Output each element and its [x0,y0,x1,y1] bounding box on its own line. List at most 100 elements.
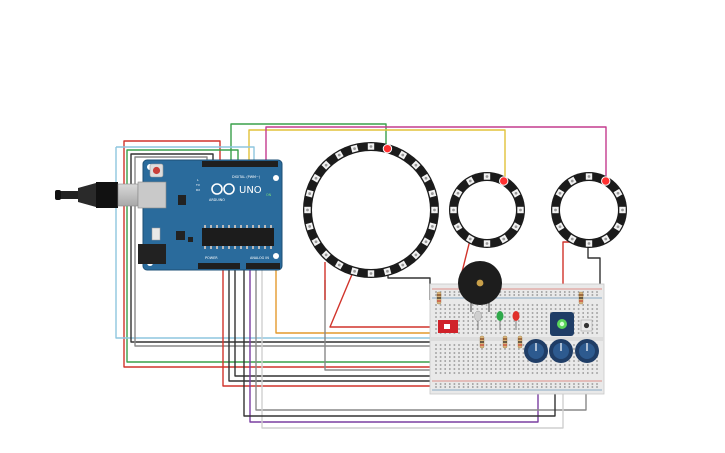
neopixel-led-dot [502,237,506,241]
neopixel-led-dot [414,253,418,257]
neopixel-ring-12-a[interactable] [449,172,525,248]
neopixel-led-dot [616,225,620,229]
led-green[interactable] [496,311,504,330]
neopixel-led-dot [554,208,557,212]
neopixel-led-dot [308,225,312,228]
neopixel-led-dot [369,145,373,148]
wire-green-top[interactable] [230,123,387,160]
neopixel-led-dot [314,176,318,180]
potentiometer-1[interactable] [524,339,548,363]
wire-red-lower[interactable] [222,268,432,387]
chip-small [176,231,185,240]
wire-magenta-top[interactable] [265,126,607,180]
power-label: POWER [205,256,218,260]
neopixel-led-dot [430,225,434,228]
arduino-logo-icon [211,183,235,195]
wire-black-left[interactable] [130,153,432,343]
neopixel-led-dot [386,269,389,273]
wire-black-lower[interactable] [228,268,432,382]
wire-black-ring-right[interactable] [587,246,601,296]
neopixel-led-dot [430,192,434,195]
usb-cable[interactable] [55,182,139,208]
wire-gray-mid[interactable] [324,280,432,371]
resistors[interactable] [436,291,584,349]
wire-lightblue-left[interactable] [115,146,432,339]
potentiometer-2[interactable] [549,339,573,363]
usb-socket [137,181,167,209]
neopixel-led-dot [621,208,624,212]
rgb-led-module[interactable] [550,312,574,336]
neopixel-led-dot [456,191,460,195]
power-header [198,263,240,269]
neopixel-led-dot [587,242,591,245]
wire-yellow-top[interactable] [248,129,506,183]
wire-purple-bottom[interactable] [249,268,539,423]
neopixel-led-dot [468,179,472,183]
led-white[interactable] [474,310,482,330]
neopixel-led-dot [306,208,309,212]
neopixel-led-dot [514,225,518,229]
atmega-chip [202,228,274,246]
neopixel-led-dot [424,240,428,244]
neopixel-led-dot [616,191,620,195]
chip-small [178,195,186,205]
center-channel [430,337,604,341]
crystal [151,227,161,241]
neopixel-led-dot [424,176,428,180]
chip-small [188,237,193,242]
neopixel-led-dot [308,192,312,195]
breadboard[interactable] [429,283,605,395]
wire-red-ring-large[interactable] [329,271,440,328]
board-logo-text: UNO [239,185,262,196]
digital-label: DIGITAL (PWM~) [232,175,261,179]
tx-label: TX [195,183,200,187]
neopixel-led-dot [353,269,356,273]
neopixel-led-dot [587,175,591,178]
neopixel-led-lit [601,176,611,186]
neopixel-led-dot [401,153,405,157]
piezo-buzzer[interactable] [458,261,502,312]
neopixel-ring-24[interactable] [303,142,439,278]
wire-black-ring-large[interactable] [387,272,431,300]
potentiometer-3[interactable] [575,339,599,363]
mount-hole [273,175,279,181]
board-brand-text: ARDUINO [209,198,225,202]
neopixel-led-dot [324,253,328,257]
neopixel-led-dot [519,208,522,212]
led-red[interactable] [512,311,520,330]
wire-black-lower2[interactable] [234,268,432,377]
neopixel-led-lit [499,176,509,186]
neopixel-led-dot [401,263,405,267]
neopixel-led-dot [485,242,489,245]
neopixel-led-dot [337,153,341,157]
digital-header [202,161,278,167]
neopixel-led-dot [468,237,472,241]
neopixel-led-dot [570,179,574,183]
wire-gray-left[interactable] [134,156,432,347]
analog-label: ANALOG IN [250,256,269,260]
arduino-uno-board[interactable]: UNO ARDUINO DIGITAL (PWM~) POWER ANALOG … [137,159,283,271]
neopixel-led-dot [369,272,373,275]
rx-label: RX [196,188,200,192]
neopixel-ring-12-b[interactable] [551,172,627,248]
push-button[interactable] [580,319,593,332]
neopixel-led-dot [353,147,356,151]
neopixel-led-dot [558,225,562,229]
neopixel-led-dot [324,163,328,167]
mount-hole [273,253,279,259]
neopixel-led-dot [433,208,436,212]
l-label: L [197,178,199,182]
neopixel-led-dot [452,208,455,212]
neopixel-led-dot [604,237,608,241]
power-jack [138,244,166,264]
slide-switch[interactable] [438,320,458,333]
neopixel-led-dot [485,175,489,178]
neopixel-led-dot [456,225,460,229]
neopixel-led-dot [314,240,318,244]
on-label: ON [266,193,272,197]
analog-header [246,263,280,269]
neopixel-led-dot [414,163,418,167]
chip-pins [204,225,272,249]
wire-lightgray-bottom[interactable] [261,268,564,429]
